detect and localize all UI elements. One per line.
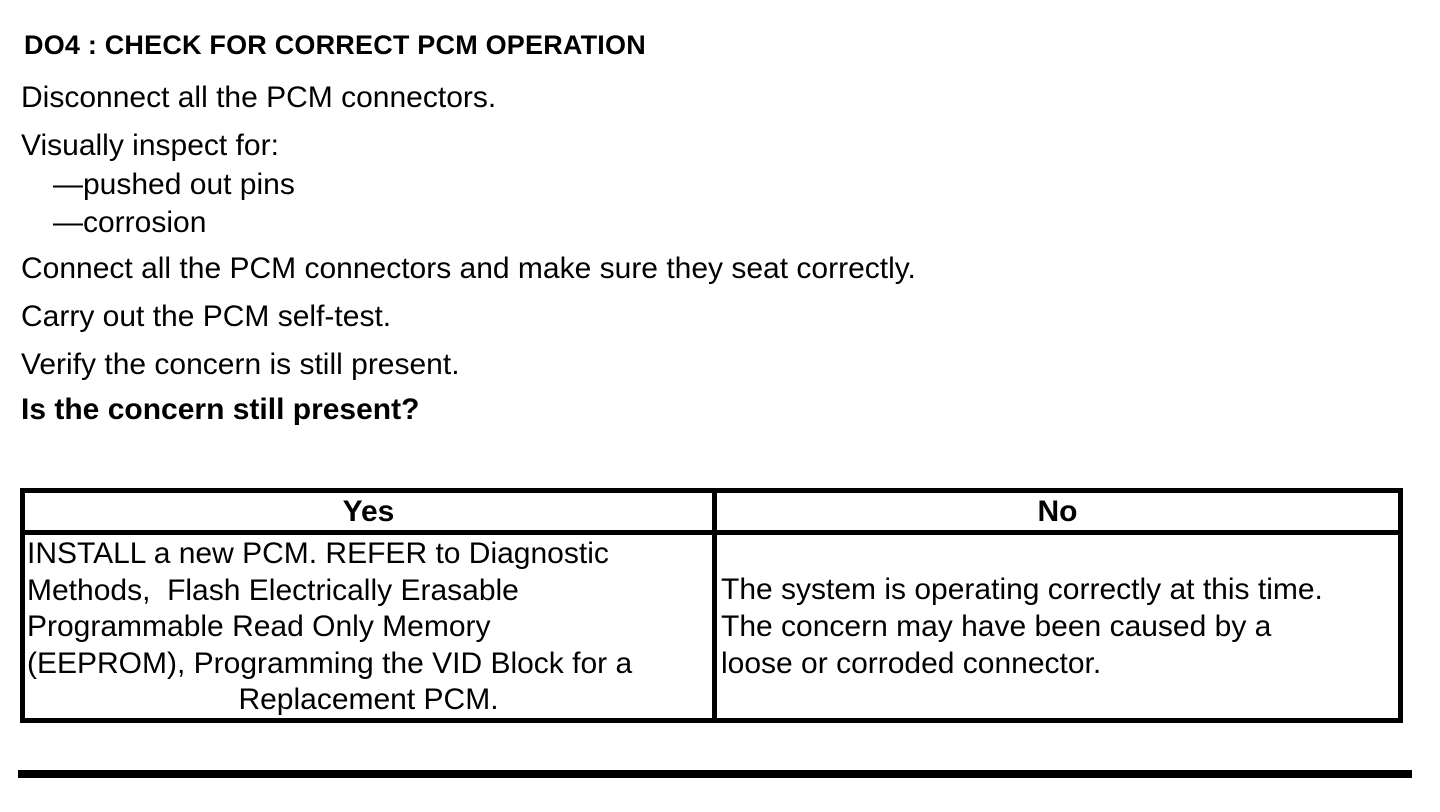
yes-action-cell: INSTALL a new PCM. REFER to Diagnostic M…: [25, 535, 717, 719]
table-body-row: INSTALL a new PCM. REFER to Diagnostic M…: [25, 535, 1398, 719]
no-cell-line: loose or corroded connector.: [721, 647, 1102, 681]
yes-cell-line: (EEPROM), Programming the VID Block for …: [27, 646, 633, 680]
inspect-list-item-corrosion: —corrosion: [53, 206, 207, 239]
column-header-yes: Yes: [25, 493, 717, 530]
instruction-self-test: Carry out the PCM self-test.: [21, 300, 392, 333]
no-cell-line: The system is operating correctly at thi…: [721, 573, 1323, 607]
yes-cell-line: Replacement PCM.: [238, 683, 499, 716]
instruction-inspect: Visually inspect for:: [21, 129, 279, 162]
yes-cell-line: INSTALL a new PCM. REFER to Diagnostic: [27, 537, 609, 570]
page-title: DO4 : CHECK FOR CORRECT PCM OPERATION: [24, 30, 646, 60]
no-action-cell: The system is operating correctly at thi…: [717, 535, 1398, 719]
question-text: Is the concern still present?: [21, 393, 420, 426]
yes-cell-line: Programmable Read Only Memory: [27, 610, 491, 643]
instruction-disconnect: Disconnect all the PCM connectors.: [21, 81, 497, 114]
instruction-verify: Verify the concern is still present.: [21, 348, 460, 381]
table-header-row: Yes No: [25, 493, 1398, 535]
no-cell-line: The concern may have been caused by a: [721, 610, 1272, 644]
column-header-no: No: [1037, 494, 1078, 528]
instruction-connect: Connect all the PCM connectors and make …: [21, 252, 916, 285]
yes-cell-line: Methods, Flash Electrically Erasable: [27, 573, 519, 607]
yes-no-results-table: Yes No INSTALL a new PCM. REFER to Diagn…: [20, 488, 1403, 723]
inspect-list-item-pins: —pushed out pins: [53, 168, 295, 201]
section-divider-rule: [18, 770, 1412, 778]
